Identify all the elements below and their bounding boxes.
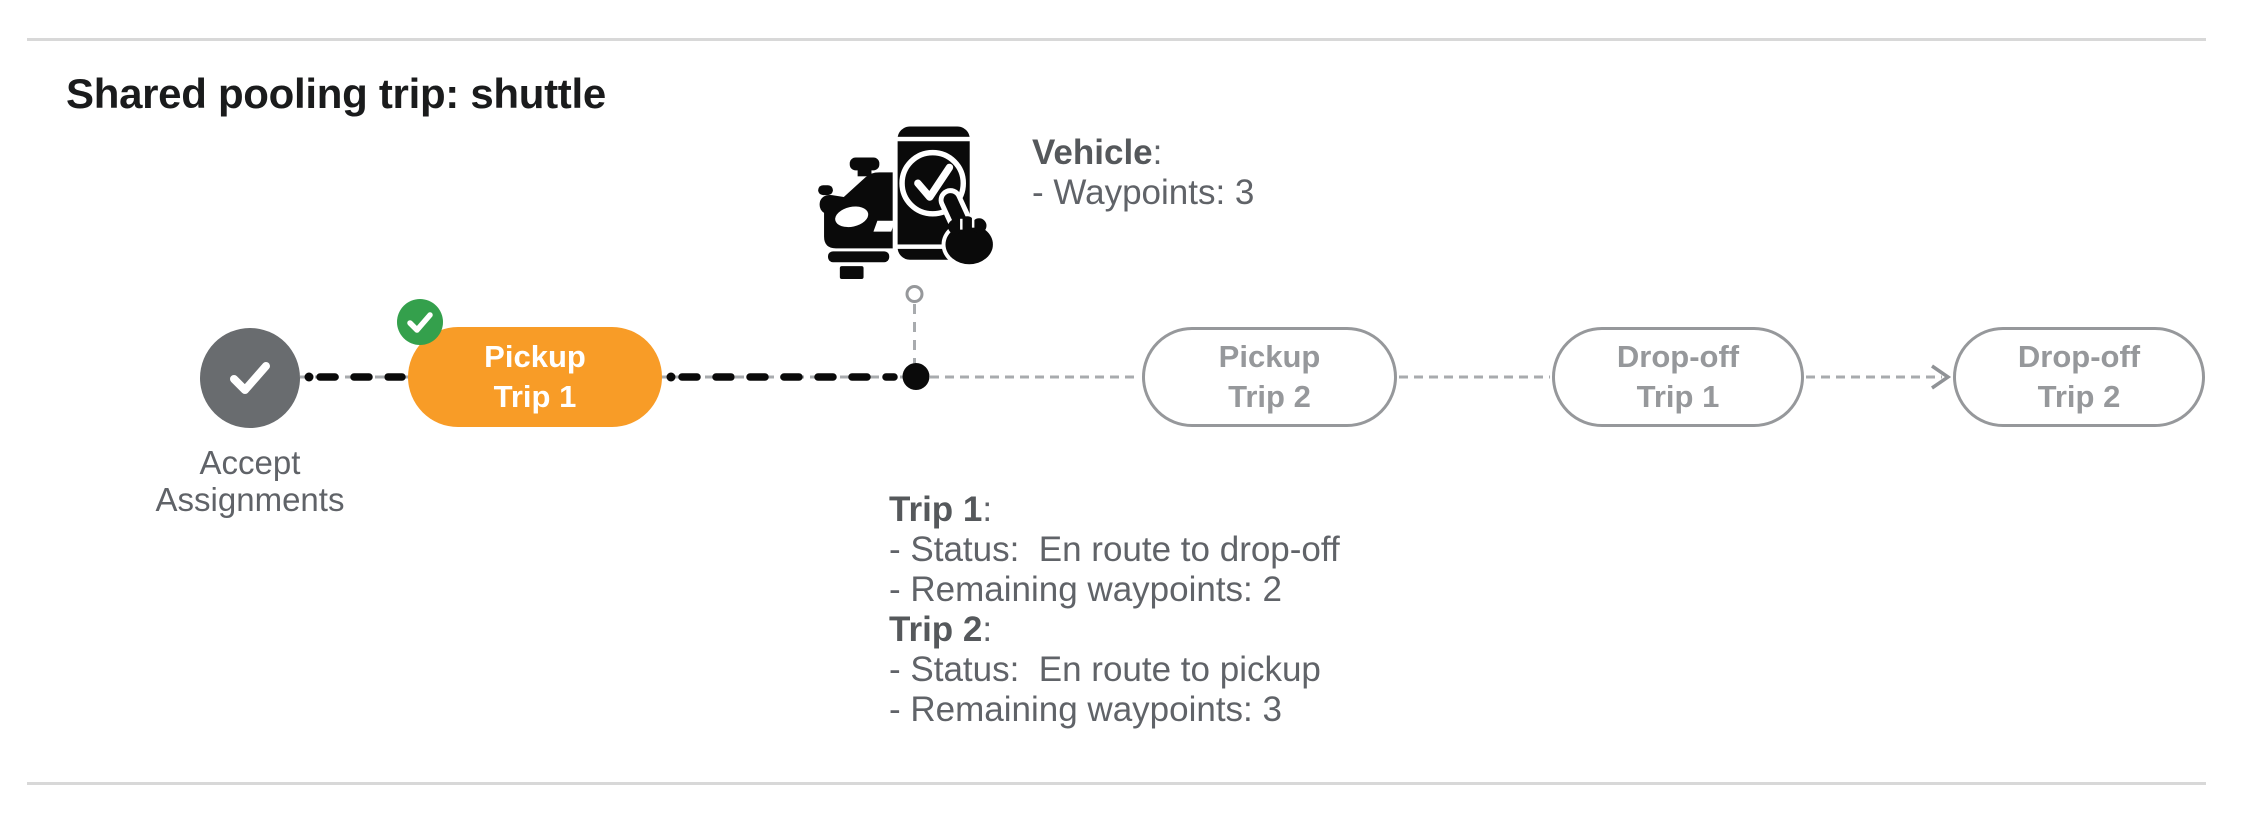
node-pickup-trip-2: Pickup Trip 2 (1142, 327, 1397, 427)
vehicle-check-icon (818, 122, 996, 280)
trip-2-status: - Status: En route to pickup (889, 650, 1321, 689)
route-dot (666, 372, 676, 382)
page-title: Shared pooling trip: shuttle (66, 70, 606, 117)
bottom-divider (27, 782, 2206, 785)
check-icon (230, 362, 270, 394)
accept-assignments-label: Accept Assignments (155, 444, 345, 518)
top-divider (27, 38, 2206, 41)
trip-2-heading: Trip 2 (889, 610, 983, 649)
route-start-dot (304, 372, 314, 382)
trip-1-heading: Trip 1 (889, 490, 983, 529)
vehicle-position-dot (902, 363, 930, 390)
trip-1-waypoints: - Remaining waypoints: 2 (889, 570, 1282, 609)
vehicle-info-panel: Vehicle: - Waypoints: 3 (1032, 133, 1255, 212)
vehicle-waypoints: - Waypoints: 3 (1032, 173, 1255, 212)
vehicle-pointer-circle (905, 285, 924, 303)
trip-status-panel: Trip 1: - Status: En route to drop-off -… (889, 490, 1340, 729)
completed-badge (397, 299, 443, 345)
check-icon (407, 312, 433, 333)
trip-2-waypoints: - Remaining waypoints: 3 (889, 690, 1282, 729)
trip-1-status: - Status: En route to drop-off (889, 530, 1340, 569)
node-pickup-trip-1: Pickup Trip 1 (408, 327, 662, 427)
node-dropoff-trip-2: Drop-off Trip 2 (1953, 327, 2205, 427)
accept-assignments-node (200, 328, 300, 428)
node-dropoff-trip-1: Drop-off Trip 1 (1552, 327, 1804, 427)
vehicle-heading: Vehicle (1032, 133, 1153, 172)
arrow-right-icon (1931, 364, 1952, 390)
